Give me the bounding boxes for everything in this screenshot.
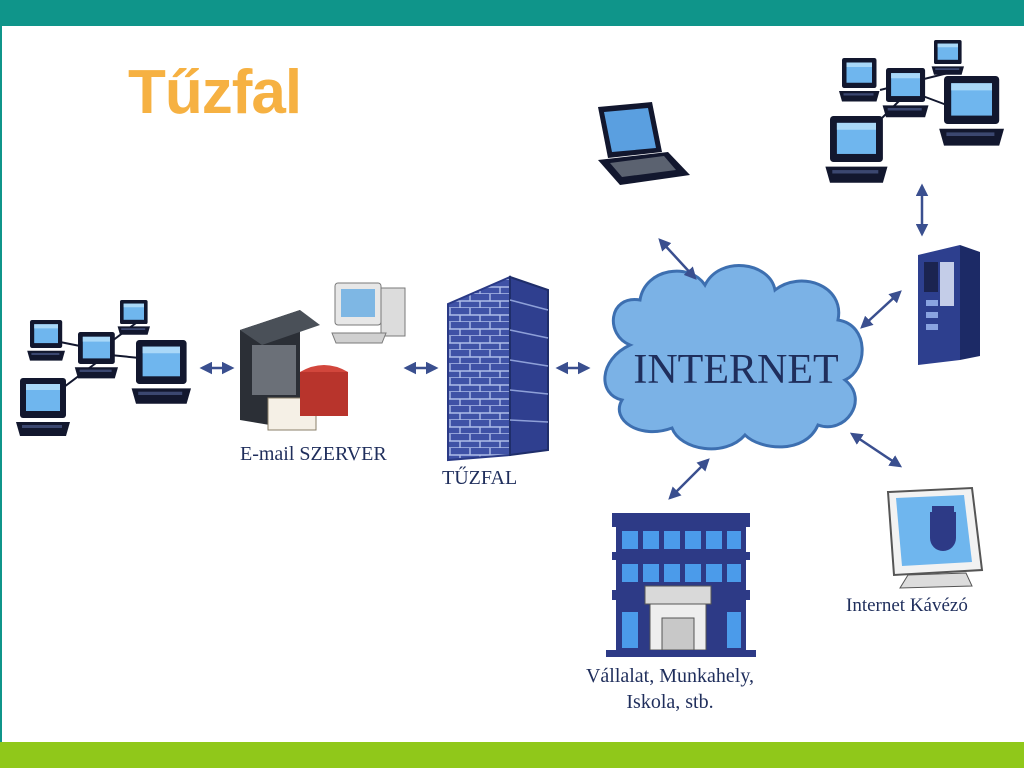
laptop-icon — [598, 102, 690, 185]
firewall-label: TŰZFAL — [442, 465, 517, 489]
internet-cafe-label: Internet Kávézó — [846, 595, 968, 616]
company-label-line1: Vállalat, Munkahely, — [586, 665, 754, 687]
email-server-label: E-mail SZERVER — [240, 443, 387, 465]
slide-title: Tűzfal — [128, 58, 302, 127]
firewall-icon — [447, 275, 549, 462]
arrow-internet-server — [860, 290, 902, 329]
company-label-line2: Iskola, stb. — [626, 691, 713, 713]
arrow-laptop-internet — [658, 238, 697, 280]
left-border — [0, 26, 2, 742]
connection-arrows — [199, 183, 929, 500]
remote-network-icon — [825, 40, 1004, 183]
internet-cloud-icon: INTERNET — [603, 264, 864, 451]
local-network-icon — [16, 300, 191, 436]
company-building-icon — [606, 513, 756, 657]
arrow-internet-cafe — [849, 432, 903, 468]
footer-bar — [0, 742, 1024, 768]
email-server-icon — [240, 282, 406, 431]
internet-label: INTERNET — [633, 347, 838, 393]
internet-cafe-icon — [886, 486, 984, 589]
arrow-internet-company — [668, 458, 710, 500]
header-bar — [0, 0, 1024, 26]
server-tower-icon — [918, 245, 980, 365]
